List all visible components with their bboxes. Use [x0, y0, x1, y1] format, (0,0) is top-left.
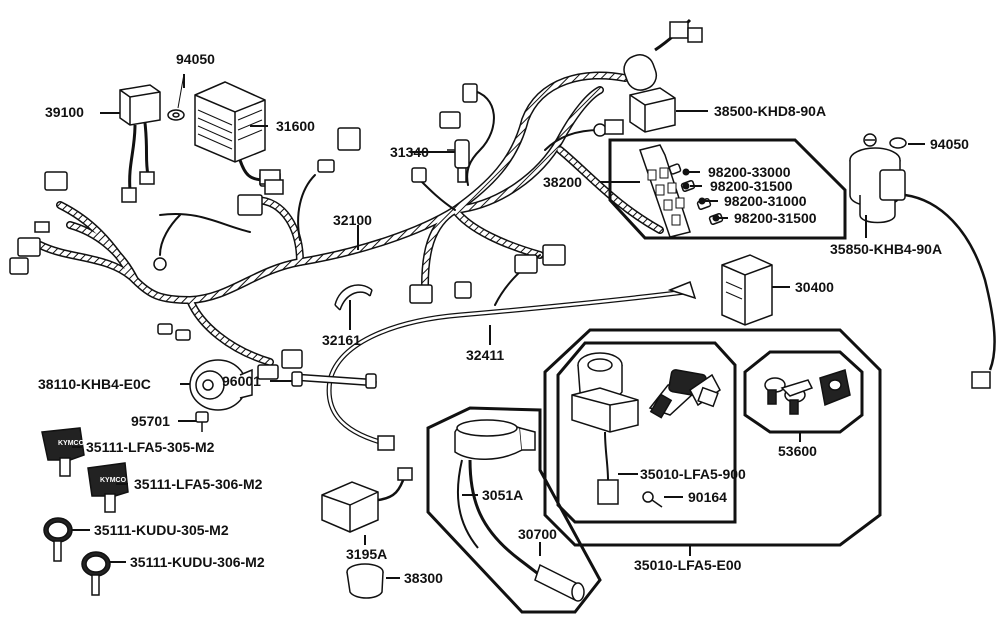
screw-90164	[642, 491, 663, 508]
flasher-3195a	[321, 467, 413, 533]
horn-38110	[189, 359, 253, 411]
label-35111-kudu-306: 35111-KUDU-306-M2	[130, 554, 265, 570]
cdi-30400	[721, 254, 773, 326]
ignition-switch-35850	[849, 133, 996, 389]
label-96001: 96001	[222, 373, 261, 389]
regulator-31600	[194, 81, 284, 195]
clip-32161	[334, 284, 373, 311]
screw-95701	[195, 411, 209, 432]
label-38300: 38300	[404, 570, 443, 586]
label-94050-right: 94050	[930, 136, 969, 152]
label-94050-top: 94050	[176, 51, 215, 67]
label-35111-lfa5-305: 35111-LFA5-305-M2	[86, 439, 215, 455]
label-35111-lfa5-306: 35111-LFA5-306-M2	[134, 476, 263, 492]
label-30400: 30400	[795, 279, 834, 295]
main-harness	[36, 71, 664, 366]
leader-lines	[72, 74, 925, 579]
washer-94050-top	[167, 73, 185, 121]
bolt-96001	[291, 371, 377, 389]
switch-31340	[447, 139, 470, 183]
label-35850: 35850-KHB4-90A	[830, 241, 943, 257]
label-90164: 90164	[688, 489, 727, 505]
label-35010-lfa5-900: 35010-LFA5-900	[640, 466, 746, 482]
label-31340: 31340	[390, 144, 429, 160]
label-38500: 38500-KHD8-90A	[714, 103, 827, 119]
relay-38500	[604, 18, 703, 135]
label-32411: 32411	[466, 347, 505, 363]
label-32161: 32161	[322, 332, 361, 348]
label-98200-31000: 98200-31000	[724, 193, 807, 209]
label-32100: 32100	[333, 212, 372, 228]
key-35111-lfa5-306: KYMCO	[87, 462, 129, 513]
cable-32411	[326, 281, 697, 451]
label-3195a: 3195A	[346, 546, 388, 562]
key-brand-text: KYMCO	[58, 440, 85, 447]
label-98200-31500-a: 98200-31500	[710, 178, 793, 194]
label-39100: 39100	[45, 104, 84, 120]
label-35111-kudu-305: 35111-KUDU-305-M2	[94, 522, 229, 538]
label-53600: 53600	[778, 443, 817, 459]
label-30700: 30700	[518, 526, 557, 542]
label-98200-31500-b: 98200-31500	[734, 210, 817, 226]
label-95701: 95701	[131, 413, 170, 429]
label-38110: 38110-KHB4-E0C	[38, 376, 151, 392]
label-31600: 31600	[276, 118, 315, 134]
ignition-coil-group-3051a	[426, 406, 602, 614]
key-35111-kudu-305	[43, 517, 73, 562]
label-38200: 38200	[543, 174, 582, 190]
label-3051a: 3051A	[482, 487, 524, 503]
label-98200-33000: 98200-33000	[708, 164, 791, 180]
key-brand-text: KYMCO	[100, 477, 127, 484]
label-35010-lfa5-e00: 35010-LFA5-E00	[634, 557, 742, 573]
key-35111-kudu-306	[81, 551, 111, 596]
key-set-group-35010-e00	[543, 328, 882, 547]
key-35111-lfa5-305: KYMCO	[41, 427, 85, 477]
part-38300	[346, 563, 384, 599]
relay-39100	[119, 84, 161, 203]
